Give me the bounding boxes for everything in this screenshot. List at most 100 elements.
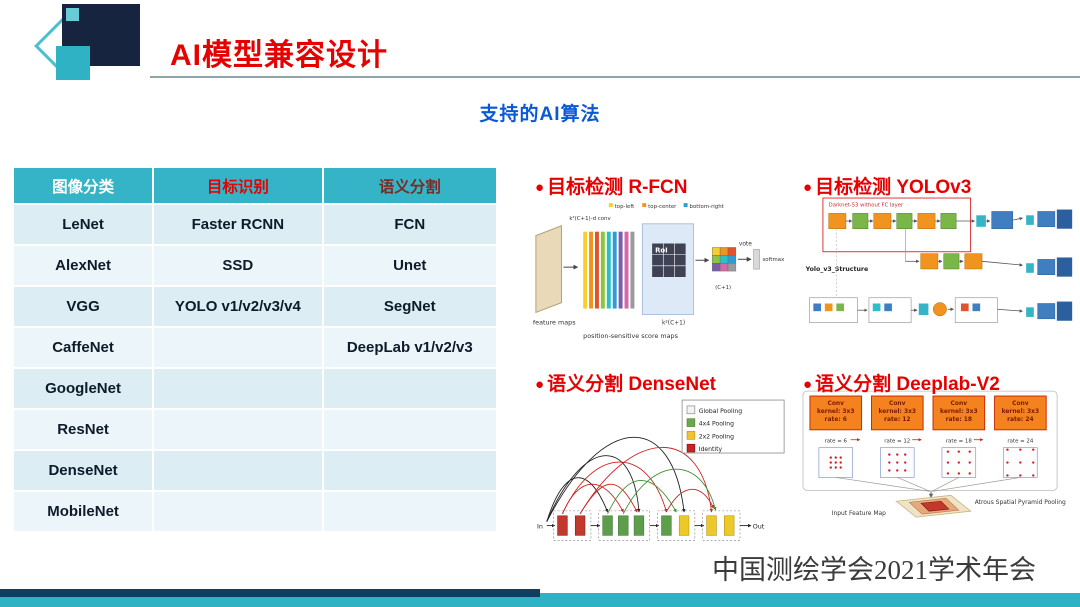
rfcn-top-labels: top-left top-center bottom-right (608, 203, 724, 210)
deeplab-rate-label-3: rate = 18 (946, 439, 973, 445)
densenet-in-label: In (537, 523, 543, 531)
rfcn-label-top-left: top-left (615, 204, 635, 210)
densenet-legend-2x2-pooling: 2x2 Pooling (699, 433, 734, 440)
col-header-image-classification: 图像分类 (14, 168, 153, 203)
panel-title-yolov3: ●目标检测 YOLOv3 (803, 172, 971, 199)
panel-title-rfcn: ●目标检测 R-FCN (535, 172, 687, 199)
deeplab-rate-label-4: rate = 24 (1007, 439, 1034, 445)
yolov3-mid-row (905, 228, 1024, 270)
deeplab-input-label: Input Feature Map (832, 510, 886, 517)
header-teal-square (56, 46, 90, 80)
rfcn-score-maps-label: position-sensitive score maps (583, 332, 678, 340)
cell-alexnet: AlexNet (14, 246, 153, 285)
cell-empty (154, 451, 322, 490)
yolov3-backbone: Darknet-53 without FC layer (822, 197, 972, 253)
cell-segnet: SegNet (323, 287, 496, 326)
panel-title-yolov3-label: 目标检测 YOLOv3 (815, 177, 972, 198)
deeplab-converging-lines (835, 477, 1021, 499)
table-row: GoogleNet (14, 369, 496, 408)
densenet-legend: Global Pooling 4x4 Pooling 2x2 Pooling I… (681, 399, 785, 454)
rfcn-label-bottom-right: bottom-right (690, 204, 724, 210)
footer-bar-navy (0, 589, 540, 597)
table-header-row: 图像分类 目标识别 语义分割 (14, 168, 496, 203)
deeplab-conv1-line2: kernel: 3x3 (817, 408, 855, 415)
densenet-legend-global-pooling: Global Pooling (699, 408, 742, 415)
table-row: ResNet (14, 410, 496, 449)
header-divider (150, 76, 1080, 78)
deeplab-rate-labels: rate = 6 rate = 12 rate = 18 rate = 24 (824, 438, 1034, 445)
deeplab-rate-label-2: rate = 12 (884, 439, 910, 445)
deeplab-dilation-patterns (818, 447, 1038, 478)
rfcn-label-top-center: top-center (648, 204, 677, 210)
cell-empty (154, 369, 322, 408)
cell-yolo-versions: YOLO v1/v2/v3/v4 (154, 287, 322, 326)
deeplab-conv4-line2: kernel: 3x3 (1002, 408, 1040, 415)
cell-vgg: VGG (14, 287, 153, 326)
table-row: LeNet Faster RCNN FCN (14, 205, 496, 244)
cell-empty (154, 410, 322, 449)
cell-densenet: DenseNet (14, 451, 153, 490)
cell-fcn: FCN (323, 205, 496, 244)
cell-empty (154, 492, 322, 531)
subtitle: 支持的AI算法 (479, 104, 601, 125)
panel-title-densenet-label: 语义分割 DenseNet (547, 374, 716, 395)
deeplab-conv2-rate: rate: 12 (884, 416, 911, 423)
yolov3-bottom-row (809, 228, 1024, 323)
deeplab-conv3-line1: Conv (951, 400, 968, 407)
yolov3-diagram: Darknet-53 without FC layer Yolo_v3_Stru… (805, 197, 1073, 323)
table-row: MobileNet (14, 492, 496, 531)
deeplab-conv3-rate: rate: 18 (946, 416, 973, 423)
panel-title-deeplab-label: 语义分割 Deeplab-V2 (815, 374, 1000, 395)
panel-title-rfcn-label: 目标检测 R-FCN (547, 177, 688, 198)
yolov3-output-scale-3 (1026, 301, 1073, 321)
table-row: AlexNet SSD Unet (14, 246, 496, 285)
deeplab-conv2-line2: kernel: 3x3 (878, 408, 916, 415)
rfcn-roi-box: RoI (652, 243, 686, 277)
bullet-icon: ● (803, 179, 813, 196)
cell-lenet: LeNet (14, 205, 153, 244)
densenet-skip-arcs (546, 436, 717, 522)
cell-caffenet: CaffeNet (14, 328, 153, 367)
rfcn-vote-label: vote (739, 241, 752, 247)
rfcn-diagram: top-left top-center bottom-right feature… (533, 203, 785, 340)
rfcn-feature-maps-label: feature maps (533, 318, 576, 326)
cell-mobilenet: MobileNet (14, 492, 153, 531)
cell-googlenet: GoogleNet (14, 369, 153, 408)
bullet-icon: ● (535, 179, 545, 196)
deeplab-conv4-line1: Conv (1012, 400, 1029, 407)
densenet-diagram: Global Pooling 4x4 Pooling 2x2 Pooling I… (537, 399, 785, 541)
rfcn-feature-maps: feature maps (533, 225, 576, 326)
deeplab-caption: Atrous Spatial Pyramid Pooling (975, 499, 1066, 506)
cell-empty (323, 410, 496, 449)
table-row: CaffeNet DeepLab v1/v2/v3 (14, 328, 496, 367)
densenet-block-row: In Out (537, 510, 765, 541)
cell-deeplab-versions: DeepLab v1/v2/v3 (323, 328, 496, 367)
deeplab-diagram: Conv kernel: 3x3 rate: 6 Conv kernel: 3x… (802, 390, 1066, 518)
cell-empty (323, 369, 496, 408)
deeplab-conv-boxes: Conv kernel: 3x3 rate: 6 Conv kernel: 3x… (809, 395, 1047, 431)
yolov3-output-scale-1 (1026, 209, 1073, 229)
deeplab-conv4-rate: rate: 24 (1007, 416, 1034, 423)
cell-empty (323, 492, 496, 531)
col-header-object-recognition: 目标识别 (154, 168, 322, 203)
densenet-out-label: Out (753, 523, 765, 531)
deeplab-rate-label-1: rate = 6 (824, 439, 847, 445)
bullet-icon: ● (803, 376, 813, 393)
cell-resnet: ResNet (14, 410, 153, 449)
cell-ssd: SSD (154, 246, 322, 285)
deeplab-input-feature-map (895, 494, 972, 518)
yolov3-output-scale-2 (1026, 257, 1073, 277)
conference-watermark: 中国测绘学会2021学术年会 (712, 555, 1036, 585)
deeplab-conv3-line2: kernel: 3x3 (940, 408, 978, 415)
header-small-square (66, 8, 79, 21)
densenet-legend-identity: Identity (699, 446, 723, 453)
table-row: VGG YOLO v1/v2/v3/v4 SegNet (14, 287, 496, 326)
cell-empty (154, 328, 322, 367)
deeplab-conv1-rate: rate: 6 (825, 416, 847, 423)
col-header-semantic-segmentation: 语义分割 (323, 168, 496, 203)
yolov3-darknet-label: Darknet-53 without FC layer (829, 203, 904, 209)
yolov3-structure-label: Yolo_v3_Structure (805, 266, 869, 273)
page-title: AI模型兼容设计 (170, 39, 388, 72)
table-row: DenseNet (14, 451, 496, 490)
